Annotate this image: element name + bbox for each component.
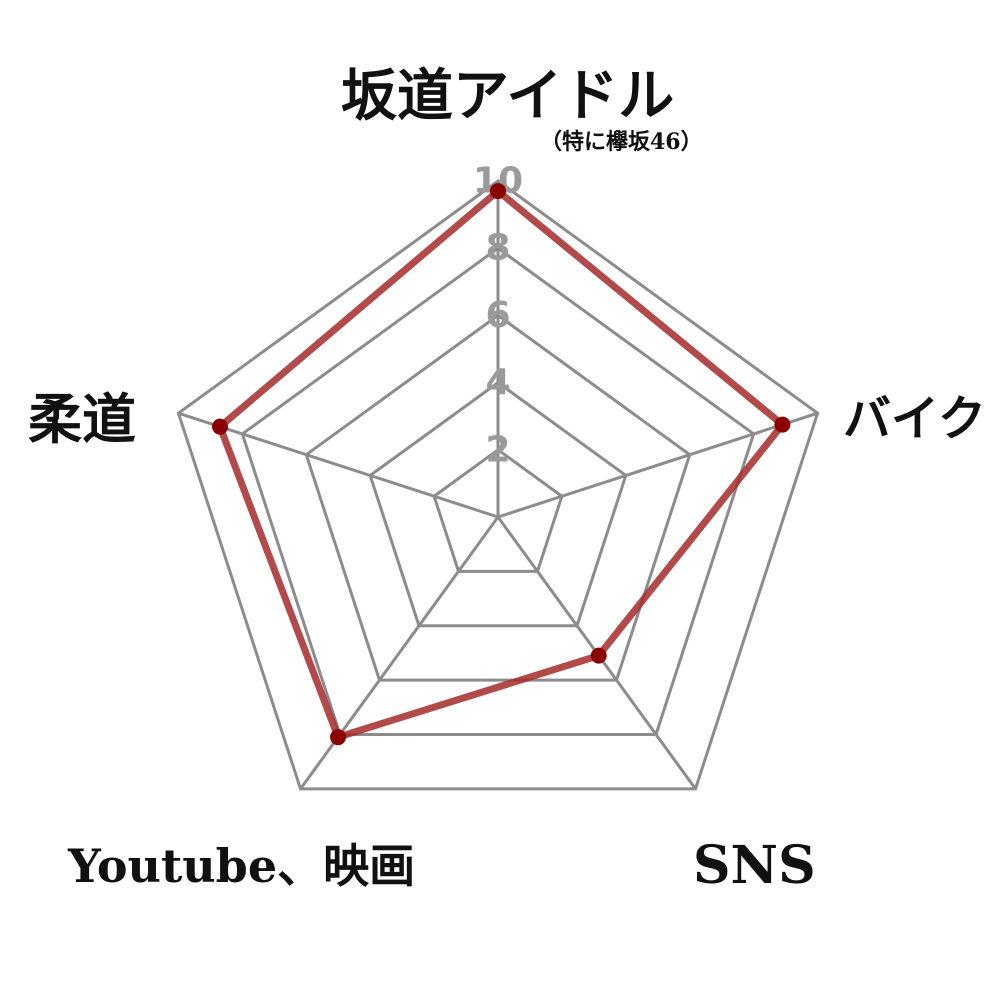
tick-label-6: 6	[485, 295, 510, 336]
axis-label-idol: 坂道アイドル	[341, 63, 675, 129]
axis-label-judo: 柔道	[28, 387, 136, 451]
grid-ring-4	[368, 380, 628, 628]
radar-series	[211, 183, 791, 746]
spoke-3	[299, 516, 500, 790]
grid-ring-10	[176, 179, 820, 791]
data-point-0	[490, 183, 506, 200]
data-point-2	[590, 647, 607, 664]
series-line	[216, 187, 786, 741]
grid-ring-2	[432, 447, 564, 573]
tick-label-2: 2	[485, 429, 510, 470]
axis-label-sns: SNS	[693, 835, 816, 896]
spoke-4	[177, 411, 499, 519]
data-point-1	[774, 416, 791, 433]
tick-label-8: 8	[485, 228, 510, 269]
data-point-3	[330, 729, 347, 746]
axis-label-bike: バイク	[843, 391, 987, 447]
spoke-1	[497, 411, 819, 519]
axis-sublabel-idol: （特に欅坂46）	[540, 129, 703, 155]
radar-spokes	[177, 181, 819, 790]
grid-ring-6	[304, 313, 692, 682]
tick-label-4: 4	[485, 362, 510, 403]
radar-grid	[176, 179, 820, 791]
grid-ring-8	[240, 246, 756, 736]
axis-label-youtube-movie: Youtube、映画	[68, 839, 416, 893]
data-point-4	[211, 418, 228, 435]
